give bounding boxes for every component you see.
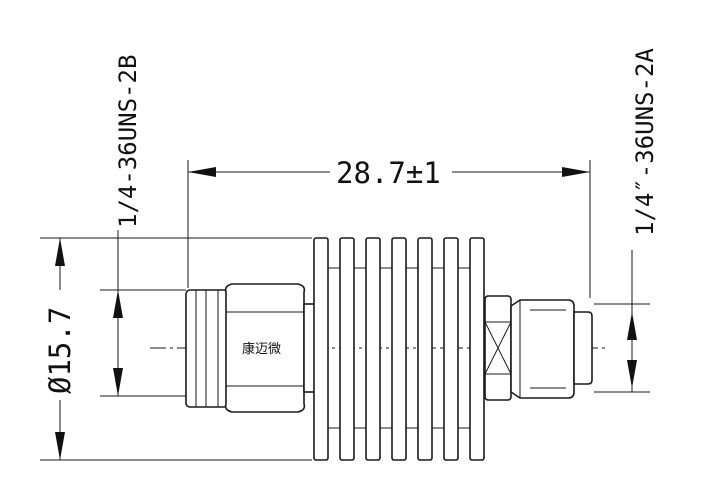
right-thread-label: 1/4″-36UNS-2A [631, 48, 659, 236]
heat-sink-fins [313, 237, 485, 461]
length-dimension: 28.7±1 [187, 156, 591, 298]
right-thread-dimension: 1/4″-36UNS-2A [594, 48, 659, 393]
right-connector [510, 299, 593, 399]
left-thread-label: 1/4-36UNS-2B [114, 55, 142, 228]
right-hex [484, 295, 512, 401]
length-dimension-label: 28.7±1 [336, 156, 441, 190]
left-thread-dimension: 1/4-36UNS-2B [100, 55, 186, 397]
brand-label: 康迈微 [242, 341, 281, 357]
hex-nut: 康迈微 [224, 283, 306, 413]
left-connector [185, 289, 229, 408]
diameter-dimension: Ø15.7 [40, 237, 312, 461]
diameter-dimension-label: Ø15.7 [43, 307, 77, 394]
